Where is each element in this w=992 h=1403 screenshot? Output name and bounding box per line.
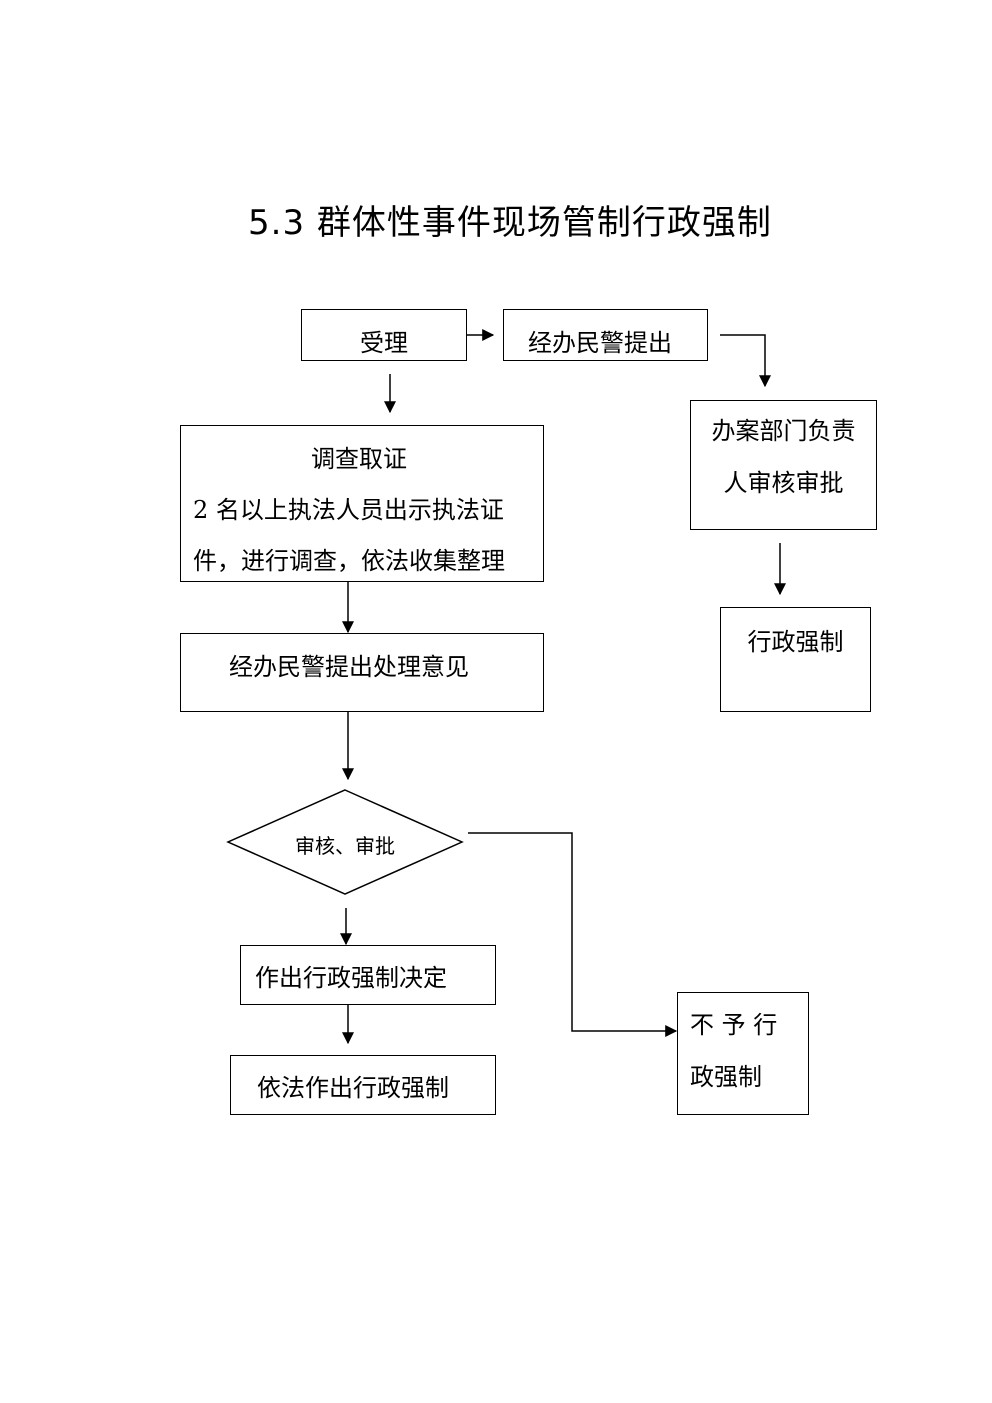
node-execute: 依法作出行政强制	[230, 1055, 496, 1115]
node-dept-review: 办案部门负责 人审核审批	[690, 400, 877, 530]
node-officer-opinion: 经办民警提出处理意见	[180, 633, 544, 712]
node-admin-coercion: 行政强制	[720, 607, 871, 712]
arrow-propose-to-review	[720, 334, 771, 388]
arrow-decision-to-no	[468, 832, 678, 1037]
node-officer-propose: 经办民警提出	[503, 309, 708, 361]
node-no-coercion: 不 予 行 政强制	[677, 992, 809, 1115]
review-decision-diamond	[226, 789, 464, 895]
page-title: 5.3 群体性事件现场管制行政强制	[248, 203, 772, 243]
node-make-decision: 作出行政强制决定	[240, 945, 496, 1005]
node-investigate: 调查取证 2 名以上执法人员出示执法证 件，进行调查，依法收集整理	[180, 425, 544, 582]
node-review-decision-label: 审核、审批	[295, 834, 395, 858]
node-accept: 受理	[301, 309, 467, 361]
